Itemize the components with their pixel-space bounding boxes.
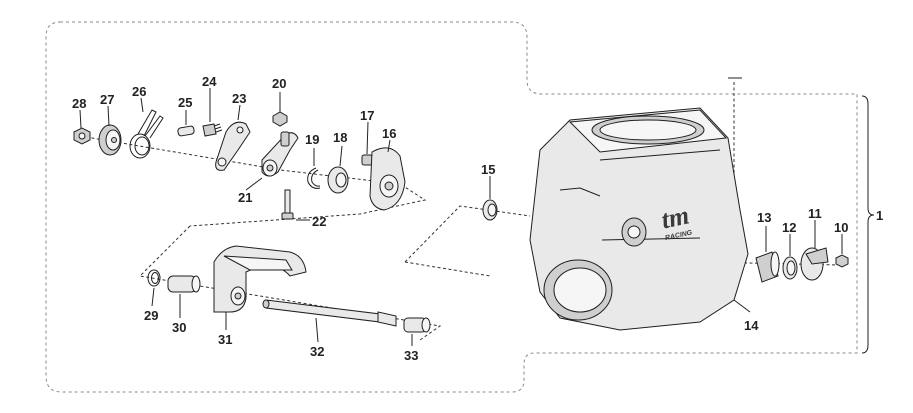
callout-21: 21: [238, 190, 252, 205]
part-18-bearing: [327, 166, 349, 194]
callout-22: 22: [312, 214, 326, 229]
callout-17: 17: [360, 108, 374, 123]
part-24-screw: [202, 123, 223, 137]
part-20-nut: [272, 111, 288, 127]
callout-29: 29: [144, 308, 158, 323]
part-11-cap: [800, 247, 829, 281]
callout-11: 11: [808, 206, 822, 221]
callout-31: 31: [218, 332, 232, 347]
part-22-bolt: [281, 189, 294, 220]
part-26-spring: [129, 109, 164, 159]
callout-33: 33: [404, 348, 418, 363]
brand-logo: tm: [659, 200, 692, 234]
callout-28: 28: [72, 96, 86, 111]
callout-26: 26: [132, 84, 146, 99]
part-29-ring: [147, 269, 161, 287]
part-32-shaft: [262, 299, 397, 327]
part-30-sleeve: [167, 275, 201, 293]
part-14-cylinder: tm RACING: [529, 107, 749, 331]
callout-27: 27: [100, 92, 114, 107]
callout-30: 30: [172, 320, 186, 335]
part-12-seal: [782, 256, 798, 280]
callout-12: 12: [782, 220, 796, 235]
callout-23: 23: [232, 91, 246, 106]
part-28-nut: [73, 127, 91, 145]
callout-13: 13: [757, 210, 771, 225]
leader-lines: [79, 77, 843, 346]
part-31-shift-pedal: [213, 245, 307, 313]
part-27-pulley: [98, 124, 122, 156]
callout-19: 19: [305, 132, 319, 147]
part-15-seal: [482, 199, 498, 221]
part-17-bolt: [361, 154, 373, 166]
part-33-bushing: [403, 317, 431, 333]
part-19-circlip: [307, 167, 321, 189]
callout-14: 14: [744, 318, 759, 333]
callout-10: 10: [834, 220, 848, 235]
callout-18: 18: [333, 130, 347, 145]
callout-15: 15: [481, 162, 495, 177]
callout-16: 16: [382, 126, 396, 141]
part-13-bushing: [755, 251, 780, 283]
callout-labels: 1 10 11 12 13 14 15 16 17 18 19 20 21 22…: [72, 74, 883, 363]
part-21-shift-arm: [261, 131, 299, 177]
assembly-brace: [861, 95, 875, 354]
callout-32: 32: [310, 344, 324, 359]
callout-1: 1: [876, 208, 883, 223]
part-23-lever: [215, 121, 251, 171]
callout-24: 24: [202, 74, 217, 89]
callout-20: 20: [272, 76, 286, 91]
part-16-cam: [369, 147, 406, 211]
callout-25: 25: [178, 95, 192, 110]
part-10-nut: [835, 254, 849, 268]
part-25-pin: [177, 125, 195, 137]
